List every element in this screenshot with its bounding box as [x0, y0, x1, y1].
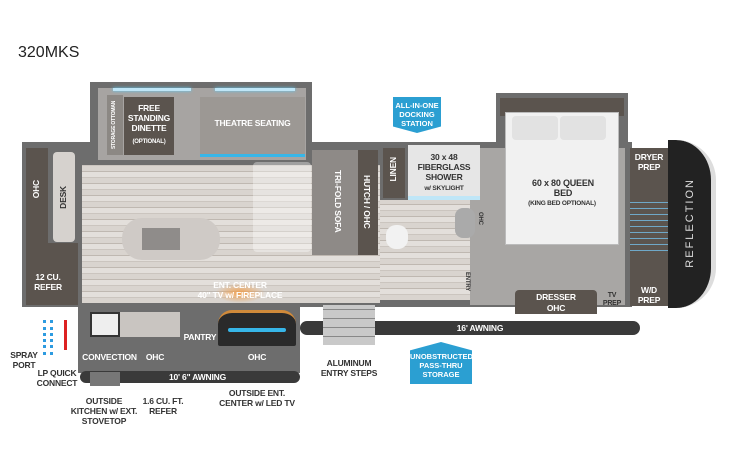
shower-note: w/ SKYLIGHT	[424, 185, 464, 192]
awning-16-label: 16' AWNING	[456, 323, 504, 333]
docking-station-badge: ALL-IN-ONE DOCKING STATION	[393, 97, 441, 133]
hutch-label: HUTCH / OHC	[362, 175, 372, 229]
linen-label: LINEN	[388, 157, 398, 182]
passthru-label: UNOBSTRUCTED PASS-THRU STORAGE	[410, 352, 473, 379]
outside-kitchen-label: OUTSIDE KITCHEN w/ EXT. STOVETOP	[70, 396, 138, 426]
pillow	[512, 116, 558, 140]
awning-10	[80, 371, 300, 383]
entry-label: ENTRY	[464, 272, 470, 292]
sofa-label: TRI-FOLD SOFA	[333, 170, 343, 233]
shower-label: 30 x 48 FIBERGLASS SHOWER	[417, 152, 471, 182]
bed-label: 60 x 80 QUEEN BED	[532, 178, 594, 198]
tv-prep-label: TV PREP	[602, 292, 622, 307]
pantry-label: PANTRY	[183, 332, 217, 342]
lp-label: LP QUICK CONNECT	[36, 368, 78, 388]
light-strip	[113, 88, 191, 91]
ohc-left	[26, 148, 48, 243]
front-cap	[668, 140, 716, 308]
entry-steps	[323, 305, 375, 345]
wd-prep	[630, 256, 668, 306]
storage-ottoman	[107, 95, 123, 155]
headboard	[500, 98, 624, 116]
theatre-seating	[200, 97, 305, 157]
rug	[253, 162, 311, 252]
counter	[120, 312, 180, 337]
linen	[383, 148, 405, 198]
refrigerator	[26, 243, 78, 305]
shower	[408, 145, 480, 200]
dinette-table	[124, 97, 174, 155]
awning-10-label: 10' 6" AWNING	[169, 372, 226, 382]
ohc-kitchen-label: OHC	[145, 352, 165, 362]
stove-burners	[90, 372, 120, 386]
storage-ottoman-label: STORAGE OTTOMAN	[111, 100, 117, 150]
pass-thru-badge: UNOBSTRUCTED PASS-THRU STORAGE	[410, 342, 472, 384]
convection-label: CONVECTION	[82, 352, 137, 362]
tv-light	[228, 328, 286, 332]
wardrobe	[630, 198, 668, 256]
wd-label: W/D PREP	[637, 285, 661, 305]
dryer-label: DRYER PREP	[634, 152, 664, 172]
dinette-note: (OPTIONAL)	[132, 139, 166, 145]
mini-refer-label: 1.6 CU. FT. REFER	[142, 396, 184, 416]
ohc-outside-label: OHC	[247, 352, 267, 362]
desk	[53, 152, 75, 242]
ohc-left-label: OHC	[31, 180, 41, 199]
lp-line	[64, 320, 67, 350]
pillow	[560, 116, 606, 140]
fireplace-glow	[215, 283, 265, 303]
hutch	[358, 150, 378, 255]
awning-16	[300, 321, 640, 335]
dinette-label: FREE STANDING DINETTE	[127, 103, 171, 133]
sink	[142, 228, 180, 250]
steps-label: ALUMINUM ENTRY STEPS	[320, 358, 378, 378]
dryer-prep	[630, 148, 668, 198]
tri-fold-sofa	[312, 150, 358, 255]
bed-note: (KING BED OPTIONAL)	[528, 200, 596, 207]
refer-label: 12 CU. REFER	[34, 272, 62, 292]
stovetop	[90, 312, 120, 337]
ent-center-label: ENT. CENTER	[213, 280, 267, 290]
model-title: 320MKS	[18, 44, 80, 61]
toilet	[386, 225, 408, 249]
brand-logo: REFLECTION	[684, 178, 696, 268]
light-strip	[215, 88, 295, 91]
theatre-label: THEATRE SEATING	[214, 118, 291, 128]
dresser-ohc-label: OHC	[546, 303, 566, 313]
outside-ent-label: OUTSIDE ENT. CENTER w/ LED TV	[219, 388, 295, 408]
ohc-bath-label: OHC	[477, 212, 483, 225]
bath-sink	[455, 208, 475, 238]
ent-center-note: 40" TV w/ FIREPLACE	[197, 290, 283, 300]
dresser-label: DRESSER	[536, 292, 576, 302]
dresser	[515, 290, 597, 314]
docking-label: ALL-IN-ONE DOCKING STATION	[395, 101, 439, 128]
spray-hose	[43, 320, 53, 355]
spray-label: SPRAY PORT	[10, 350, 38, 370]
desk-label: DESK	[58, 186, 68, 209]
